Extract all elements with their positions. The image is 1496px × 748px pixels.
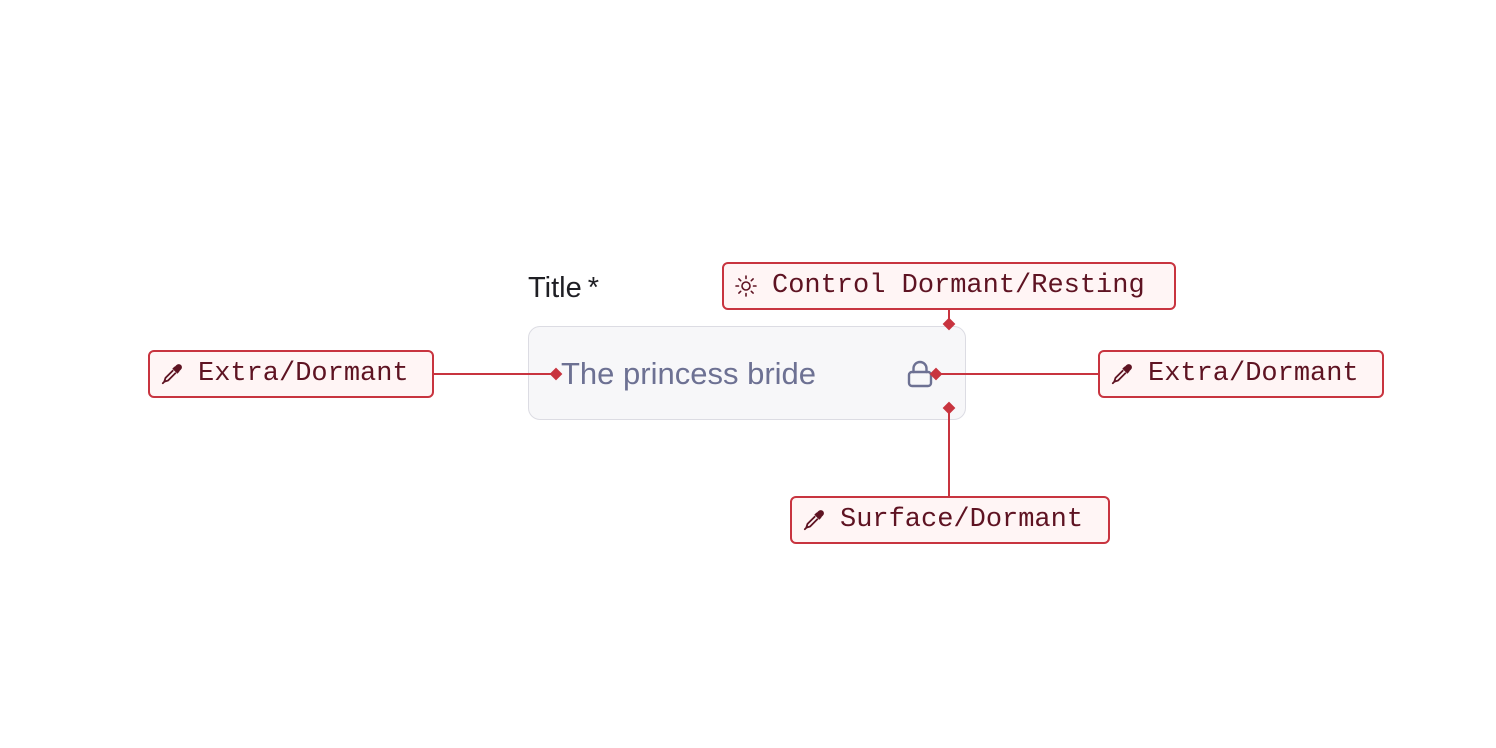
annotation-label: Extra/Dormant (198, 359, 409, 389)
annotation-label: Surface/Dormant (840, 505, 1084, 535)
annotation-extra-dormant-right: Extra/Dormant (1098, 350, 1384, 398)
annotation-label: Extra/Dormant (1148, 359, 1359, 389)
title-input-value: The princess bride (561, 356, 817, 391)
lock-icon (907, 360, 933, 388)
annotation-control-dormant-resting: Control Dormant/Resting (722, 262, 1176, 310)
required-marker: * (587, 272, 600, 304)
eyedropper-icon (803, 510, 824, 531)
title-input[interactable]: The princess bride (528, 326, 966, 420)
annotation-extra-dormant-left: Extra/Dormant (148, 350, 434, 398)
annotation-label: Control Dormant/Resting (772, 271, 1145, 301)
field-label-text: Title (528, 272, 582, 304)
field-label: Title* (528, 268, 599, 308)
eyedropper-icon (161, 364, 182, 385)
sun-icon (735, 275, 757, 297)
eyedropper-icon (1111, 364, 1132, 385)
annotation-surface-dormant: Surface/Dormant (790, 496, 1110, 544)
